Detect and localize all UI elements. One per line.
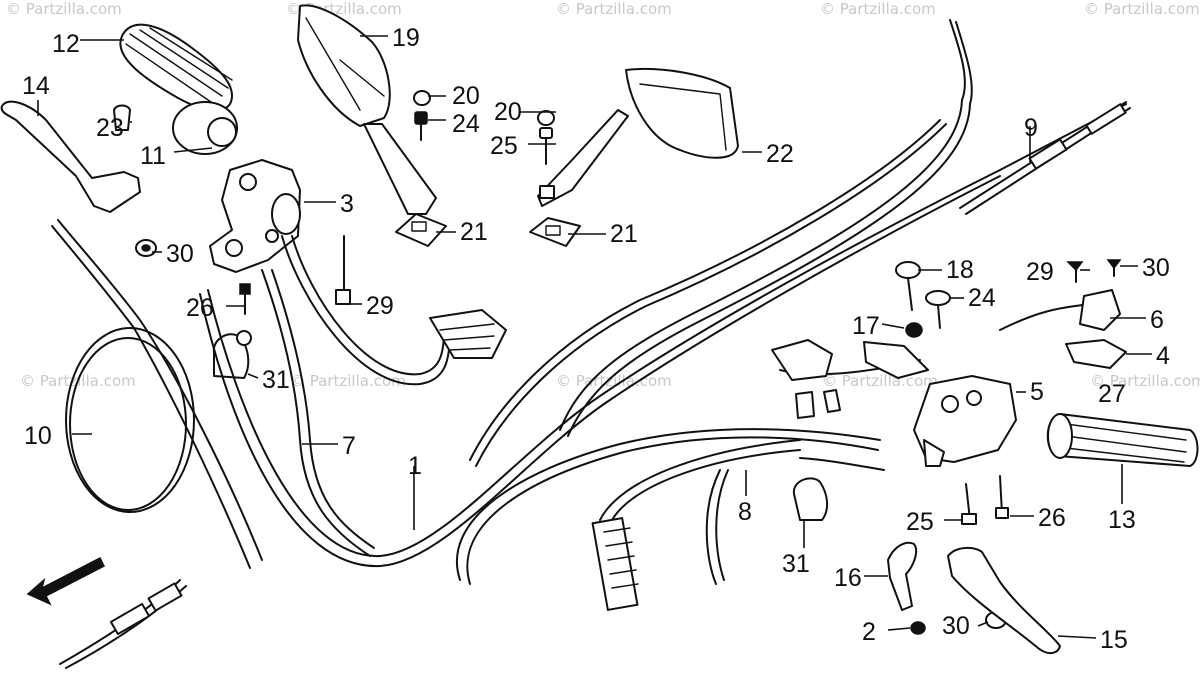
forward-direction-indicator: FWD: [26, 556, 106, 606]
callout-14: 14: [22, 72, 50, 100]
callout-9: 9: [1024, 114, 1038, 142]
watermark-text: © Partzilla.com: [822, 372, 938, 390]
callout-22: 22: [766, 140, 794, 168]
callout-2: 2: [862, 618, 876, 646]
screws-part-29: [1066, 259, 1122, 283]
callout-24-right: 25: [490, 132, 518, 160]
callout-30-left: 30: [166, 240, 194, 268]
mirror-screws: [413, 90, 555, 165]
callout-17: 17: [852, 312, 880, 340]
callout-21-left: 21: [460, 218, 488, 246]
callout-21-right: 21: [610, 220, 638, 248]
watermark-text: © Partzilla.com: [290, 372, 406, 390]
coiled-cable-part-10: [65, 327, 195, 513]
fwd-label: FWD: [54, 565, 87, 592]
callout-6: 6: [1150, 306, 1164, 334]
callout-4: 4: [1156, 342, 1170, 370]
gaskets-part-21: [395, 213, 581, 247]
callout-31-right: 31: [782, 550, 810, 578]
callout-8: 8: [738, 498, 752, 526]
watermark-text: © Partzilla.com: [1090, 372, 1200, 390]
callout-11: 11: [140, 142, 166, 170]
connectors: [429, 309, 639, 611]
callout-16: 16: [834, 564, 862, 592]
callout-13: 13: [1108, 506, 1136, 534]
callout-15: 15: [1100, 626, 1128, 654]
switch-housing-right-part-5: [771, 289, 1127, 467]
mirror-left-part-19: [297, 4, 437, 215]
callout-3: 3: [340, 190, 354, 218]
callout-26-left: 26: [186, 294, 214, 322]
watermark-text: © Partzilla.com: [556, 372, 672, 390]
brake-lever-assembly: [887, 541, 1061, 654]
callout-5: 5: [1030, 378, 1044, 406]
callout-18: 18: [946, 256, 974, 284]
callout-31-left: 31: [262, 366, 290, 394]
callout-12: 12: [52, 30, 80, 58]
mirror-right-part-22: [537, 67, 739, 207]
callout-10: 10: [24, 422, 52, 450]
callout-20-left: 20: [452, 82, 480, 110]
callout-20-right: 20: [494, 98, 522, 126]
callout-30-right: 30: [942, 612, 970, 640]
callout-19: 19: [392, 24, 420, 52]
clutch-lever-part-14: [0, 100, 141, 213]
throttle-grip-part-12: [119, 23, 238, 155]
callout-26-right: 27: [1098, 380, 1126, 408]
callout-1: 1: [408, 452, 422, 480]
callout-25-right: 26: [1038, 504, 1066, 532]
grip-right-part-13: [1046, 413, 1199, 467]
watermark-text: © Partzilla.com: [1084, 0, 1200, 18]
watermark-text: © Partzilla.com: [820, 0, 936, 18]
cable-end-part-9: [1085, 103, 1127, 135]
callout-leaders: [37, 35, 1152, 639]
callout-29-left: 29: [1026, 258, 1054, 286]
callout-labels: 12 19 14 23 11 20 24 20 25 22 3 21 21 30…: [22, 24, 1170, 654]
callout-27: 29: [366, 292, 394, 320]
watermarks: © Partzilla.com © Partzilla.com © Partzi…: [6, 0, 1200, 390]
callout-7: 7: [342, 432, 356, 460]
bolts-part-25: [961, 475, 1009, 525]
pivot-bolts-right: [895, 261, 951, 338]
switch-housing-left-part-3: [209, 159, 301, 273]
callout-25-left: 25: [906, 508, 934, 536]
callout-24-left: 24: [452, 110, 480, 138]
watermark-text: © Partzilla.com: [556, 0, 672, 18]
callout-29-right: 30: [1142, 254, 1170, 282]
clamp-part-31: [792, 477, 828, 521]
callout-23-left: 23: [96, 114, 124, 142]
callout-23-right: 24: [968, 284, 996, 312]
watermark-text: © Partzilla.com: [6, 0, 122, 18]
